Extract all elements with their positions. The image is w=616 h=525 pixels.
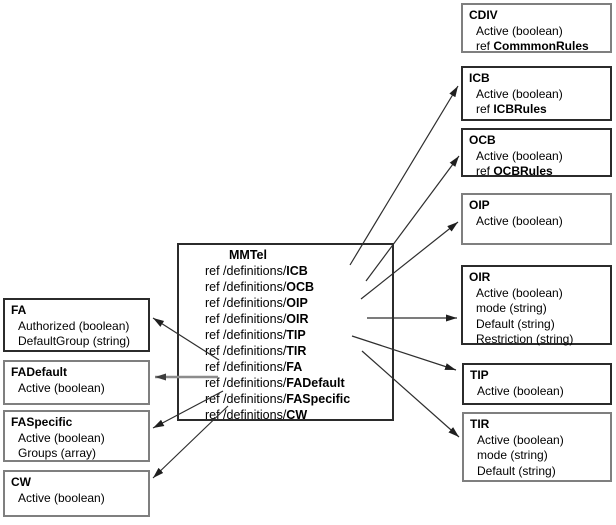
ref-prefix: ref /definitions/	[205, 264, 287, 278]
ref-prefix: ref	[476, 164, 494, 178]
attr-line: Active (boolean)	[477, 383, 564, 398]
node-oir-title: OIR	[469, 270, 491, 284]
ref-prefix: ref	[476, 102, 494, 116]
node-fa-title: FA	[11, 303, 27, 317]
node-cdiv: CDIV Active (boolean) ref CommmonRules	[461, 3, 612, 53]
ref-target: OIP	[286, 296, 308, 310]
attr-line: Default (string)	[477, 463, 556, 478]
ref-target: CommmonRules	[493, 39, 589, 53]
mmtel-ref-faspecific: ref /definitions/FASpecific	[179, 391, 392, 407]
ref-prefix: ref /definitions/	[205, 344, 287, 358]
ref-target: ICBRules	[493, 102, 547, 116]
node-tir-title: TIR	[470, 417, 490, 431]
node-tip-title: TIP	[470, 368, 489, 382]
attr-line: mode (string)	[476, 301, 547, 315]
node-cdiv-title: CDIV	[469, 8, 498, 22]
ref-prefix: ref /definitions/	[205, 312, 287, 326]
ref-line: ref OCBRules	[463, 164, 610, 180]
ref-target: CW	[286, 408, 308, 422]
node-faspecific: FASpecific Active (boolean) Groups (arra…	[3, 410, 150, 462]
node-mmtel: MMTel ref /definitions/ICB ref /definiti…	[177, 243, 394, 423]
node-icb-title: ICB	[469, 71, 490, 85]
mmtel-ref-oir: ref /definitions/OIR	[179, 311, 392, 327]
ref-prefix: ref /definitions/	[205, 296, 287, 310]
attr-line: Active (boolean)	[476, 285, 563, 300]
ref-target: FA	[286, 360, 303, 374]
mmtel-ref-icb: ref /definitions/ICB	[179, 263, 392, 279]
node-fa: FA Authorized (boolean) DefaultGroup (st…	[3, 298, 150, 352]
ref-line: ref ICBRules	[463, 102, 610, 118]
ref-prefix: ref /definitions/	[205, 328, 287, 342]
attr-line: Active (boolean)	[18, 430, 105, 445]
ref-prefix: ref /definitions/	[205, 392, 287, 406]
attr-line: Default (string)	[476, 316, 555, 331]
node-ocb-title: OCB	[469, 133, 496, 147]
mmtel-ref-tip: ref /definitions/TIP	[179, 327, 392, 343]
node-cw: CW Active (boolean)	[3, 470, 150, 517]
attr-line: Restriction (string)	[476, 332, 574, 346]
node-oir: OIR Active (boolean) mode (string) Defau…	[461, 265, 612, 346]
ref-target: FASpecific	[286, 392, 351, 406]
attr-line: Active (boolean)	[477, 432, 564, 447]
node-tir: TIR Active (boolean) mode (string) Defau…	[462, 412, 612, 482]
attr-line: Active (boolean)	[476, 23, 563, 38]
mmtel-ref-tir: ref /definitions/TIR	[179, 343, 392, 359]
ref-prefix: ref /definitions/	[205, 376, 287, 390]
mmtel-ref-ocb: ref /definitions/OCB	[179, 279, 392, 295]
ref-target: ICB	[286, 264, 308, 278]
mmtel-ref-cw: ref /definitions/CW	[179, 407, 392, 423]
node-faspecific-title: FASpecific	[11, 415, 73, 429]
attr-line: Active (boolean)	[476, 148, 563, 163]
attr-line: mode (string)	[477, 448, 548, 462]
node-cw-title: CW	[11, 475, 31, 489]
arrow-mmtel-to-icb	[349, 85, 459, 266]
node-fadefault-title: FADefault	[11, 365, 68, 379]
mmtel-ref-oip: ref /definitions/OIP	[179, 295, 392, 311]
ref-target: FADefault	[286, 376, 345, 390]
attr-line: Groups (array)	[18, 446, 97, 460]
ref-target: OCBRules	[493, 164, 553, 178]
ref-target: OCB	[286, 280, 315, 294]
attr-line: Active (boolean)	[18, 490, 105, 505]
ref-prefix: ref /definitions/	[205, 408, 287, 422]
node-mmtel-title: MMTel	[229, 248, 267, 262]
attr-line: Active (boolean)	[18, 380, 105, 395]
ref-line: ref CommmonRules	[463, 39, 610, 55]
ref-target: TIP	[286, 328, 306, 342]
attr-line: Active (boolean)	[476, 86, 563, 101]
node-ocb: OCB Active (boolean) ref OCBRules	[461, 128, 612, 180]
node-tip: TIP Active (boolean)	[462, 363, 612, 405]
attr-line: Authorized (boolean)	[18, 318, 130, 333]
ref-prefix: ref /definitions/	[205, 360, 287, 374]
attr-line: Active (boolean)	[476, 213, 563, 228]
node-fadefault: FADefault Active (boolean)	[3, 360, 150, 405]
node-oip-title: OIP	[469, 198, 490, 212]
mmtel-ref-fadefault: ref /definitions/FADefault	[179, 375, 392, 391]
mmtel-ref-fa: ref /definitions/FA	[179, 359, 392, 375]
ref-prefix: ref	[476, 39, 494, 53]
node-oip: OIP Active (boolean)	[461, 193, 612, 245]
ref-target: OIR	[286, 312, 309, 326]
node-icb: ICB Active (boolean) ref ICBRules	[461, 66, 612, 121]
ref-prefix: ref /definitions/	[205, 280, 287, 294]
attr-line: DefaultGroup (string)	[18, 334, 131, 348]
ref-target: TIR	[286, 344, 307, 358]
